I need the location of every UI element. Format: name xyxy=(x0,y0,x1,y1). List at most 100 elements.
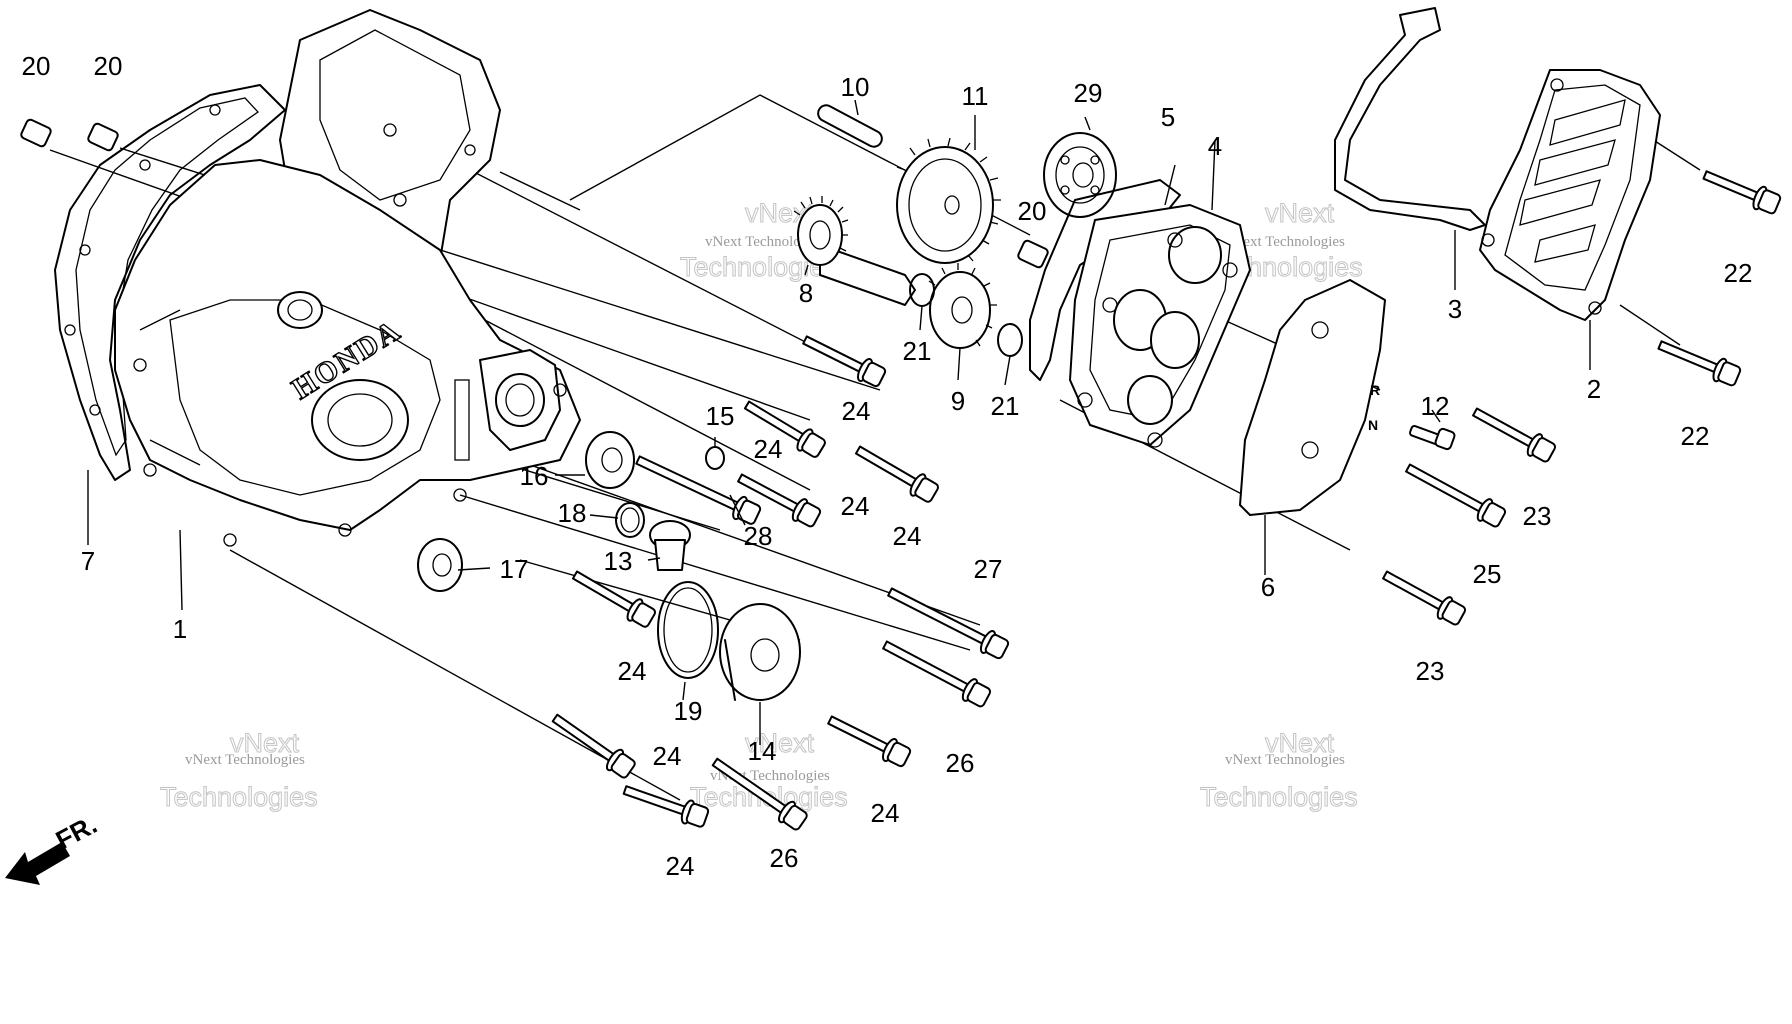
part-16-oil-seal xyxy=(585,431,635,489)
callout-24a: 24 xyxy=(842,396,871,426)
callout-1: 1 xyxy=(173,614,187,644)
callout-28: 28 xyxy=(744,521,773,551)
part-8-shaft-gear xyxy=(793,196,916,306)
part-9-small-gear xyxy=(928,263,997,349)
callout-20c: 20 xyxy=(1018,196,1047,226)
bolt-26-b xyxy=(711,757,808,831)
watermark-6: vNext vNext Technologies Technologies xyxy=(1200,728,1359,813)
bolt-24-e xyxy=(571,570,656,628)
bolt-22-b xyxy=(1657,340,1742,387)
front-direction-indicator: FR. xyxy=(5,809,102,885)
callout-7: 7 xyxy=(81,546,95,576)
callout-27: 27 xyxy=(974,554,1003,584)
watermark-2: vNext vNext Technologies Technologies xyxy=(680,198,839,283)
callout-22a: 22 xyxy=(1724,258,1753,288)
bolt-layer xyxy=(551,170,1782,831)
callout-21a: 21 xyxy=(903,336,932,366)
part-29-bearing xyxy=(1043,132,1117,218)
part-5-gasket xyxy=(1029,179,1181,381)
svg-text:N: N xyxy=(1368,417,1378,433)
callout-25: 25 xyxy=(1473,559,1502,589)
callout-6: 6 xyxy=(1261,572,1275,602)
part-12-small-bolt xyxy=(1409,425,1456,451)
callout-20b: 20 xyxy=(94,51,123,81)
callout-18: 18 xyxy=(558,498,587,528)
callout-2: 2 xyxy=(1587,374,1601,404)
callout-24f: 24 xyxy=(653,741,682,771)
svg-text:vNext: vNext xyxy=(745,728,815,758)
bolt-24-h xyxy=(622,785,710,828)
watermark-4: vNext vNext Technologies Technologies xyxy=(160,728,319,813)
callout-21b: 21 xyxy=(991,391,1020,421)
callout-10: 10 xyxy=(841,72,870,102)
bolt-24-g xyxy=(551,713,636,779)
callout-20a: 20 xyxy=(22,51,51,81)
callout-26a: 26 xyxy=(946,748,975,778)
svg-text:vNext Technologies: vNext Technologies xyxy=(1225,752,1345,768)
callout-24d: 24 xyxy=(841,491,870,521)
part-21-circlip-b xyxy=(997,323,1023,357)
part-1-crankcase-cover: HONDA xyxy=(114,9,581,547)
svg-text:vNext: vNext xyxy=(1265,198,1335,228)
callout-13: 13 xyxy=(604,546,633,576)
callout-3: 3 xyxy=(1448,294,1462,324)
arrow-left-icon xyxy=(5,842,70,885)
bolt-22-a xyxy=(1702,170,1782,215)
bolt-24-f xyxy=(827,715,912,768)
bolt-28 xyxy=(635,455,762,525)
callout-24c: 24 xyxy=(893,521,922,551)
part-4-inner-cover xyxy=(1069,204,1251,448)
svg-text:vNext: vNext xyxy=(1265,728,1335,758)
callout-14: 14 xyxy=(748,736,777,766)
callout-17: 17 xyxy=(500,554,529,584)
callout-19: 19 xyxy=(674,696,703,726)
callout-11: 11 xyxy=(962,81,989,111)
callout-9: 9 xyxy=(951,386,965,416)
svg-text:vNext: vNext xyxy=(230,728,300,758)
bolt-24-d xyxy=(737,473,822,528)
callout-23a: 23 xyxy=(1523,501,1552,531)
svg-text:vNext Technologies: vNext Technologies xyxy=(185,752,305,768)
callout-24h: 24 xyxy=(666,851,695,881)
part-20-dowel-pin-b xyxy=(87,122,119,152)
part-15-washer xyxy=(705,446,725,470)
part-3-bracket xyxy=(1334,7,1486,231)
bolt-23-a xyxy=(1472,407,1557,463)
bolt-24-b xyxy=(743,400,826,458)
callout-5: 5 xyxy=(1161,102,1175,132)
part-14-cap xyxy=(719,603,801,701)
part-18-o-ring xyxy=(615,502,645,538)
callout-15: 15 xyxy=(706,401,735,431)
svg-text:vNext Technologies: vNext Technologies xyxy=(705,234,825,250)
bolt-24-a xyxy=(802,335,887,388)
part-10-pin xyxy=(817,104,883,148)
callout-23b: 23 xyxy=(1416,656,1445,686)
bolt-26-a xyxy=(882,640,992,708)
part-19-o-ring xyxy=(657,581,719,679)
svg-text:vNext Technologies: vNext Technologies xyxy=(1225,234,1345,250)
svg-text:Technologies: Technologies xyxy=(1200,782,1358,812)
bolt-27 xyxy=(887,587,1010,660)
bolt-25 xyxy=(1405,463,1507,528)
part-6-outer-cover: R N xyxy=(1239,279,1386,516)
callout-24e: 24 xyxy=(618,656,647,686)
bolt-24-c xyxy=(854,445,939,503)
callout-4: 4 xyxy=(1208,131,1222,161)
part-13-plug-bolt xyxy=(649,520,691,571)
callout-16: 16 xyxy=(520,461,549,491)
callout-8: 8 xyxy=(799,278,813,308)
part-2-sprocket-guard xyxy=(1479,69,1661,321)
callout-24b: 24 xyxy=(754,434,783,464)
callout-24g: 24 xyxy=(871,798,900,828)
part-20-dowel-pin-c xyxy=(1017,239,1049,269)
svg-text:Technologies: Technologies xyxy=(160,782,318,812)
callout-12: 12 xyxy=(1421,391,1450,421)
leader-lines xyxy=(87,99,1591,745)
callout-29: 29 xyxy=(1074,78,1103,108)
part-20-dowel-pin-a xyxy=(20,118,52,148)
part-17-oil-seal xyxy=(417,538,463,592)
part-11-driven-gear xyxy=(896,137,1001,264)
callout-22b: 22 xyxy=(1681,421,1710,451)
callout-layer: 20 20 20 7 1 10 11 8 29 5 4 3 2 22 22 21… xyxy=(22,51,1753,881)
